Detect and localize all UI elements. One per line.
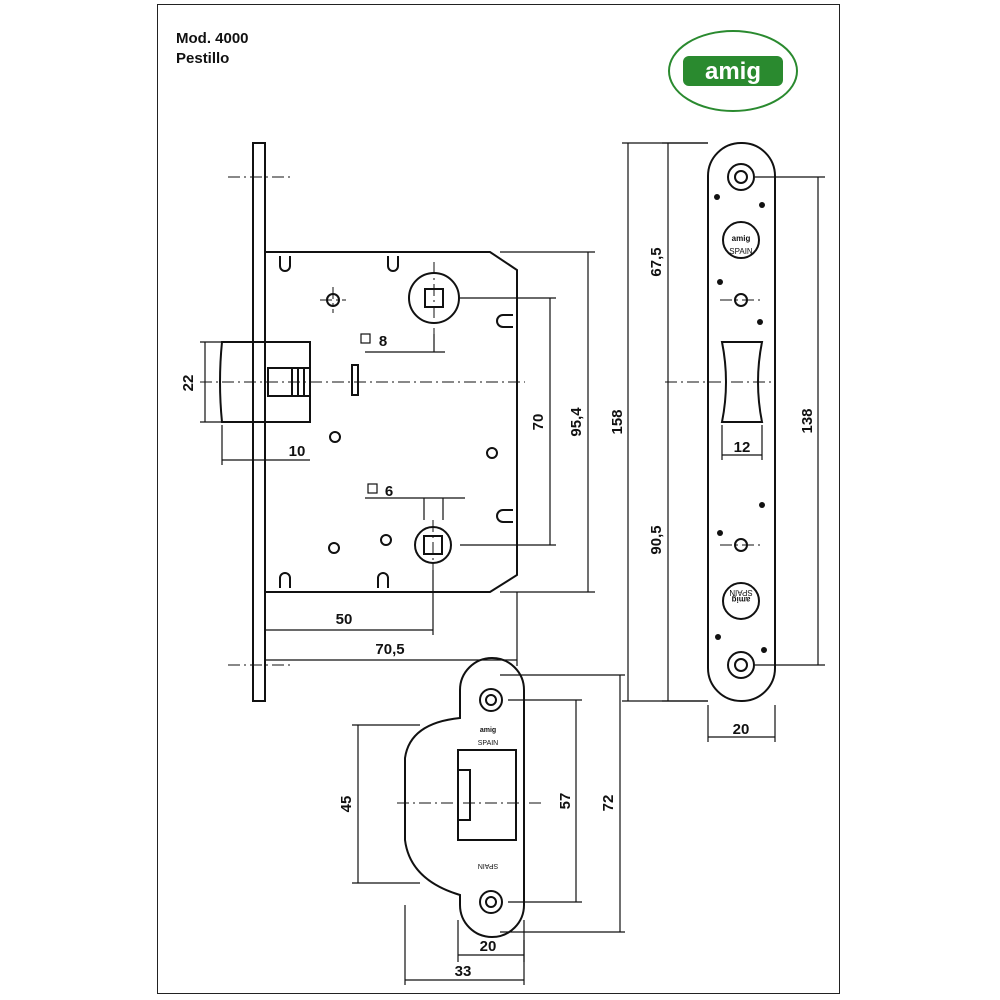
dim-latch-height: 22	[180, 375, 197, 392]
dim-latch-width: 12	[734, 439, 751, 456]
strike-marks: amig SPAIN SPAIN	[478, 727, 499, 869]
lock-body-dimension-lines	[200, 251, 595, 666]
fixing-hole	[329, 431, 341, 443]
case-slots	[279, 256, 399, 588]
dimension-labels: 22 10 8 6 70 95,4 50 70,5 158 67,5 90,5 …	[180, 247, 816, 980]
dim-strike-total-width: 33	[455, 963, 472, 980]
dim-hole-spacing: 138	[799, 408, 816, 433]
strike-opening	[457, 749, 517, 841]
strike-plate-view	[404, 657, 525, 938]
fixing-hole	[328, 542, 340, 554]
dim-strike-width: 20	[480, 938, 497, 955]
svg-text:SPAIN: SPAIN	[729, 247, 753, 256]
faceplate-center-lines	[665, 299, 775, 546]
faceplate-marks: amig SPAIN amig SPAIN	[729, 234, 753, 604]
svg-text:SPAIN: SPAIN	[478, 862, 499, 869]
strike-tongue	[458, 769, 471, 821]
faceplate-hole-bottom	[727, 651, 755, 679]
model-label: Mod. 4000	[176, 30, 249, 47]
svg-text:amig: amig	[732, 234, 751, 243]
dim-backset: 50	[336, 611, 353, 628]
dim-latch-projection: 10	[289, 443, 306, 460]
fixing-hole	[380, 534, 392, 546]
latch-front	[720, 341, 764, 423]
svg-text:SPAIN: SPAIN	[478, 740, 499, 747]
dim-faceplate-width: 20	[733, 721, 750, 738]
drawing-sheet-border	[157, 4, 840, 994]
lock-case	[264, 251, 518, 593]
strike-hole-bottom	[479, 890, 503, 914]
square-symbol	[360, 333, 371, 344]
dim-case-depth: 70,5	[375, 641, 404, 658]
logo-badge	[683, 56, 783, 86]
strike-dimension-lines	[352, 674, 625, 985]
product-name: Pestillo	[176, 50, 230, 67]
dim-top-to-latch: 67,5	[648, 247, 665, 276]
dim-strike-hole-spacing: 57	[557, 793, 574, 810]
case-side-slots	[496, 314, 513, 523]
logo-text: amig	[705, 58, 761, 85]
lock-body-side-view	[219, 142, 518, 702]
logo-ellipse	[668, 30, 798, 112]
faceplate-logo-top	[722, 221, 760, 259]
dim-faceplate-height: 158	[609, 409, 626, 434]
dim-cylinder-square: 6	[385, 483, 393, 500]
faceplate-hole-top	[727, 163, 755, 191]
faceplate-front-view	[707, 142, 776, 702]
dim-spindle-to-cylinder: 70	[530, 414, 547, 431]
strike-hole-top	[479, 688, 503, 712]
latch-spring-block	[351, 364, 359, 396]
lock-body-center-lines	[200, 176, 525, 666]
dim-strike-height: 72	[600, 795, 617, 812]
faceplate-dimension-lines	[622, 142, 825, 742]
faceplate-outline	[707, 142, 776, 702]
dim-fixing-height: 95,4	[568, 407, 585, 437]
amig-logo: amig	[668, 30, 798, 112]
latch-bolt	[219, 341, 266, 423]
dim-spindle-square: 8	[379, 333, 387, 350]
dim-strike-opening: 45	[338, 796, 355, 813]
svg-text:SPAIN: SPAIN	[729, 588, 753, 597]
svg-text:amig: amig	[732, 595, 751, 604]
faceplate-logo-bottom	[722, 582, 760, 620]
square-symbol	[367, 483, 378, 494]
strike-outline	[404, 657, 525, 938]
fixing-hole	[486, 447, 498, 459]
dim-latch-to-bottom: 90,5	[648, 525, 665, 554]
faceplate-knurl-marks	[714, 194, 767, 653]
svg-text:amig: amig	[480, 727, 496, 734]
